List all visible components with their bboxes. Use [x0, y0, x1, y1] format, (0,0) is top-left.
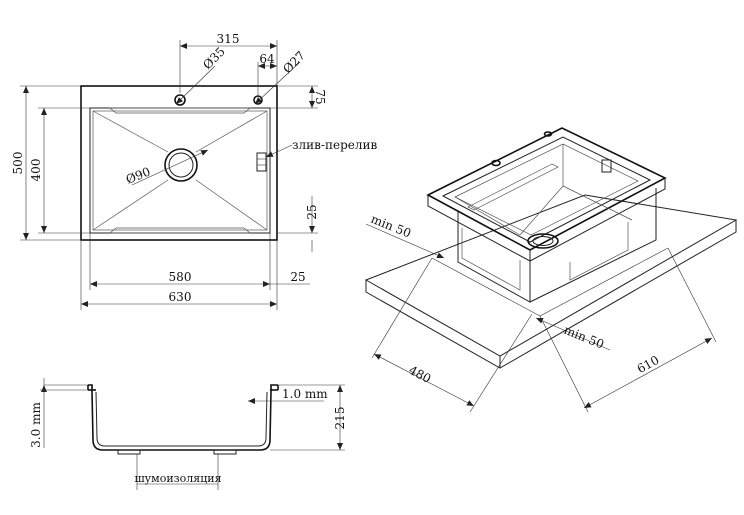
dim-thickness-side: 3.0 mm — [29, 402, 43, 448]
countertop-side — [499, 220, 737, 369]
dim-thickness-top: 1.0 mm — [282, 387, 328, 401]
overflow-label: злив-перелив — [292, 138, 377, 152]
bowl-inner — [92, 110, 268, 231]
dim-75: 75 — [313, 89, 327, 104]
sink-flange — [426, 127, 667, 251]
dim-630: 630 — [169, 290, 192, 304]
iso-overflow — [601, 159, 612, 173]
tap-hole-27 — [253, 95, 263, 105]
dim-hole-27: Ø27 — [280, 48, 308, 76]
iso-tap-hole-1 — [491, 159, 501, 167]
dim-min50-right: min 50 — [562, 323, 606, 352]
insulation-pad-right — [213, 449, 237, 455]
section-profile — [88, 384, 278, 451]
dim-64: 64 — [259, 52, 275, 66]
drain-inner — [168, 152, 194, 178]
dim-400: 400 — [29, 159, 43, 182]
dim-25-bottom: 25 — [290, 270, 305, 284]
dim-25-right: 25 — [305, 204, 319, 219]
iso-tap-hole-2 — [543, 131, 553, 137]
countertop-front — [365, 280, 501, 369]
bowl-rim — [441, 136, 652, 243]
sink-outline — [80, 85, 278, 241]
dim-min50-left: min 50 — [369, 212, 413, 241]
dim-215: 215 — [333, 407, 347, 430]
dim-500: 500 — [11, 152, 25, 175]
bottom-rail — [109, 227, 251, 234]
dim-hole-35: Ø35 — [200, 44, 228, 72]
bowl-front-wall — [457, 210, 531, 303]
isometric-view: min 50 min 50 480 610 — [364, 127, 738, 413]
insulation-pad-left — [117, 449, 141, 455]
dim-315: 315 — [217, 32, 240, 46]
bowl-side-wall — [529, 188, 657, 303]
dim-drain-90: Ø90 — [124, 164, 153, 186]
drain-outer — [164, 148, 198, 182]
section-view: 3.0 mm 1.0 mm 215 шумоизоляция — [29, 378, 347, 490]
insulation-label: шумоизоляция — [134, 472, 221, 485]
iso-drain — [527, 233, 559, 249]
dim-580: 580 — [169, 270, 192, 284]
tap-hole-35 — [174, 94, 186, 106]
top-view: 315 64 Ø35 Ø27 75 500 400 Ø90 злив-перел… — [11, 32, 377, 310]
top-rail — [109, 107, 251, 114]
overflow-slot — [256, 152, 267, 172]
